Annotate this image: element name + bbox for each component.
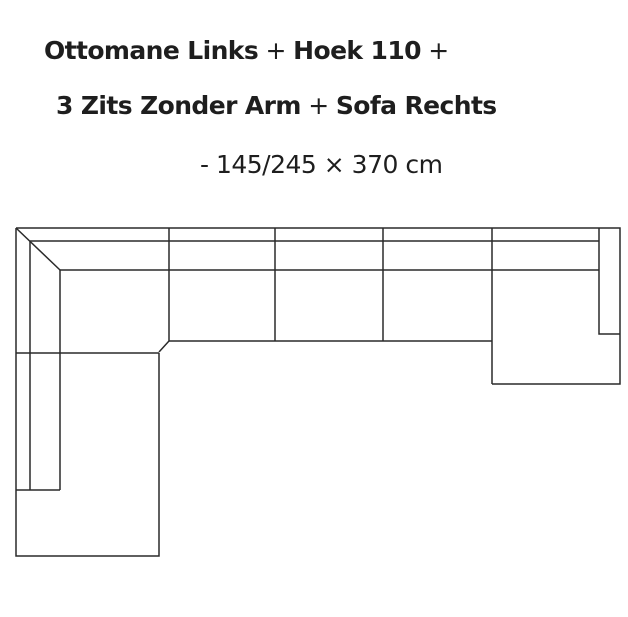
sofa-outline: [492, 227, 621, 385]
ottoman-left-module: [15, 228, 160, 557]
module-name-ottomane: Ottomane Links: [44, 36, 259, 65]
corner-module: [15, 227, 170, 353]
module-name-hoek: Hoek 110: [293, 36, 421, 65]
module-name-3-zits: 3 Zits Zonder Arm: [56, 91, 301, 120]
corner-diagonal: [15, 227, 61, 271]
dimensions-label: - 145/245 × 370 cm: [200, 150, 443, 179]
plus-separator: +: [300, 91, 336, 120]
module-name-sofa-rechts: Sofa Rechts: [335, 91, 497, 120]
ottoman-outline: [15, 228, 160, 557]
title-line-2: 3 Zits Zonder Arm + Sofa Rechts: [56, 91, 497, 120]
plus-separator: +: [258, 36, 294, 65]
plus-separator: +: [420, 36, 449, 65]
corner-right-bevel: [158, 228, 170, 353]
three-seater-module: [169, 227, 492, 342]
sofa-right-module: [491, 227, 621, 385]
title-line-1: Ottomane Links + Hoek 110 +: [44, 36, 449, 65]
sofa-arm: [598, 228, 620, 335]
